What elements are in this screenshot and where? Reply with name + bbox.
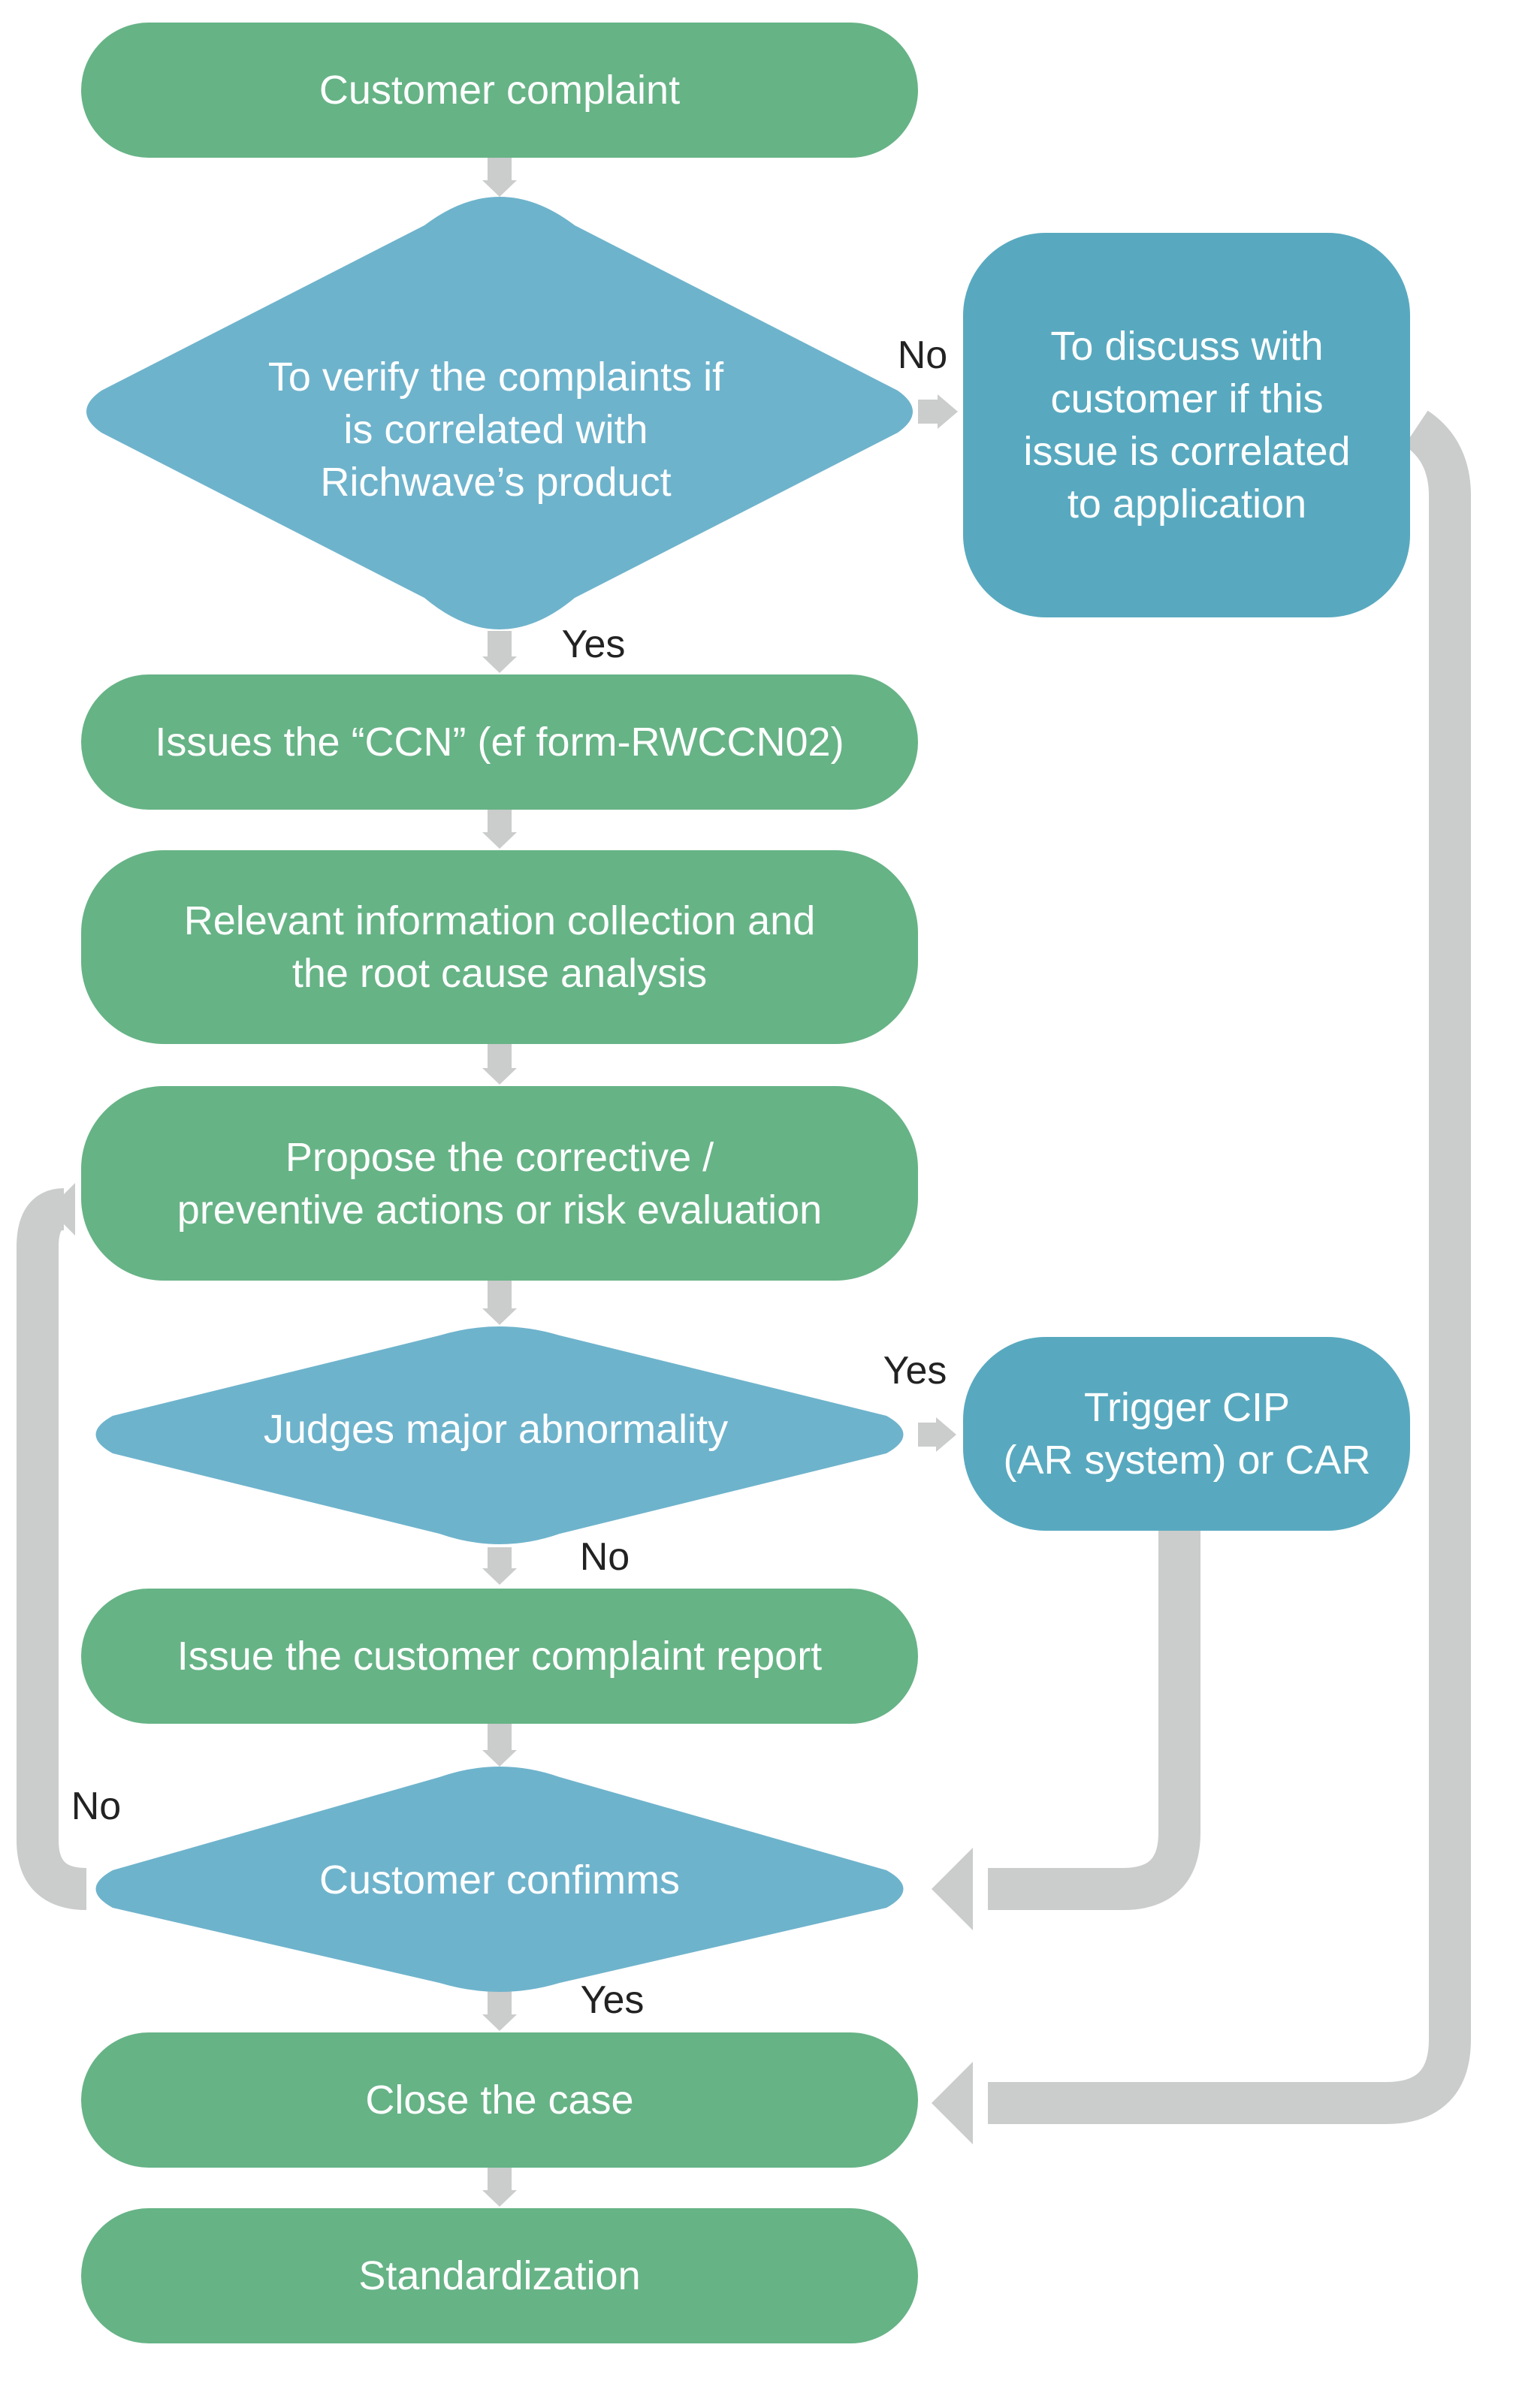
node-text-line: To verify the complaints if <box>268 355 724 400</box>
arrowhead <box>936 1417 956 1452</box>
label-judge-no: No <box>580 1535 630 1579</box>
decision-diamond <box>95 1326 904 1544</box>
node-issue-report: Issue the customer complaint report <box>81 1589 918 1724</box>
node-text: To verify the complaints if is correlated… <box>268 355 724 505</box>
node-text-line: issue is correlated <box>1023 429 1350 474</box>
node-text: Issue the customer complaint report <box>177 1634 822 1679</box>
connector-trigger-to-confirms <box>988 1525 1200 1910</box>
label-confirms-no: No <box>71 1785 121 1828</box>
arrowhead-to-close <box>932 2062 973 2144</box>
node-text: Trigger CIP (AR system) or CAR <box>1003 1385 1370 1483</box>
node-text-line: Standardization <box>358 2253 640 2298</box>
arrowhead-to-propose <box>49 1183 75 1236</box>
arrowhead <box>482 832 517 849</box>
node-text-line: the root cause analysis <box>292 951 707 996</box>
process-box <box>81 674 918 810</box>
decision-diamond <box>86 197 913 629</box>
node-text-line: Issues the “CCN” (ef form-RWCCN02) <box>155 720 844 765</box>
node-text-line: Customer complaint <box>319 68 680 113</box>
node-text-line: preventive actions or risk evaluation <box>177 1187 822 1233</box>
arrowhead <box>482 1750 517 1767</box>
arrowhead <box>938 394 958 429</box>
node-text: To discuss with customer if this issue is … <box>1023 324 1350 527</box>
arrowhead-to-confirms <box>932 1848 973 1930</box>
process-box <box>81 2032 918 2168</box>
node-close-case: Close the case <box>81 2032 918 2168</box>
arrowhead <box>482 1308 517 1325</box>
label-judge-yes: Yes <box>883 1349 947 1393</box>
node-text: Issues the “CCN” (ef form-RWCCN02) <box>155 720 844 765</box>
node-text: Close the case <box>365 2078 633 2123</box>
node-propose-actions: Propose the corrective / preventive actio… <box>81 1086 918 1281</box>
process-box <box>81 1589 918 1724</box>
label-confirms-yes: Yes <box>581 1978 645 2022</box>
node-text-line: Issue the customer complaint report <box>177 1634 822 1679</box>
side-box <box>963 233 1410 617</box>
process-box <box>81 850 918 1044</box>
decision-verify-correlation: To verify the complaints if is correlated… <box>86 197 913 629</box>
node-text-line: Richwave’s product <box>320 460 671 505</box>
arrowhead <box>482 2190 517 2207</box>
vertical-connectors <box>482 158 517 2207</box>
node-text-line: Close the case <box>365 2078 633 2123</box>
node-text-line: customer if this <box>1050 376 1323 421</box>
node-text-line: Judges major abnormality <box>264 1407 728 1452</box>
node-text-line: to application <box>1068 481 1306 527</box>
node-standardization: Standardization <box>81 2208 918 2343</box>
node-discuss-with-customer: To discuss with customer if this issue is … <box>963 233 1410 617</box>
label-verify-yes: Yes <box>562 623 626 666</box>
node-text-line: is correlated with <box>343 407 648 452</box>
node-text: Customer confimms <box>319 1857 680 1903</box>
arrowhead <box>482 656 517 673</box>
node-customer-complaint: Customer complaint <box>81 23 918 158</box>
process-box <box>81 1086 918 1281</box>
decision-judge-abnormality: Judges major abnormality <box>95 1326 904 1544</box>
node-text-line: Relevant information collection and <box>184 898 815 943</box>
arrowhead <box>482 2014 517 2031</box>
node-text: Relevant information collection and the r… <box>184 898 815 996</box>
node-text-line: Customer confimms <box>319 1857 680 1903</box>
node-text: Standardization <box>358 2253 640 2298</box>
arrowhead <box>482 1068 517 1085</box>
decision-customer-confirms: Customer confimms <box>95 1767 904 1992</box>
node-text-line: Propose the corrective / <box>285 1135 714 1180</box>
arrowhead <box>482 180 517 197</box>
label-verify-no: No <box>898 333 947 377</box>
node-text: Propose the corrective / preventive actio… <box>177 1135 822 1233</box>
decision-diamond <box>95 1767 904 1992</box>
connector-discuss-to-close <box>988 410 1471 2124</box>
arrowhead <box>482 1568 517 1585</box>
side-box <box>963 1337 1410 1531</box>
node-text: Judges major abnormality <box>264 1407 728 1452</box>
node-text-line: To discuss with <box>1050 324 1323 369</box>
node-text: Customer complaint <box>319 68 680 113</box>
node-trigger-cip: Trigger CIP (AR system) or CAR <box>963 1337 1410 1531</box>
node-text-line: Trigger CIP <box>1084 1385 1290 1430</box>
connector-confirms-loop-back <box>16 1188 88 1910</box>
node-info-collection: Relevant information collection and the r… <box>81 850 918 1044</box>
node-issue-ccn: Issues the “CCN” (ef form-RWCCN02) <box>81 674 918 810</box>
node-text-line: (AR system) or CAR <box>1003 1438 1370 1483</box>
process-box <box>81 2208 918 2343</box>
process-box <box>81 23 918 158</box>
